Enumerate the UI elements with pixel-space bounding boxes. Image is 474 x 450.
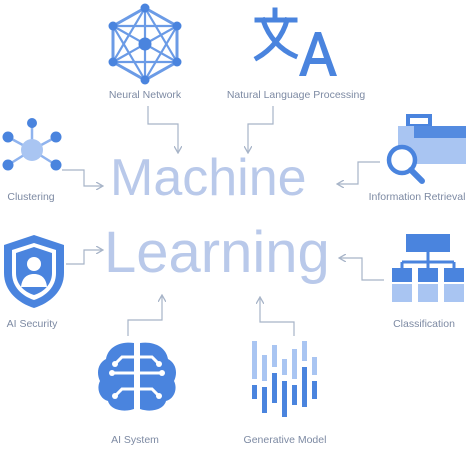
label-ai-security: AI Security — [6, 318, 58, 330]
clustering-icon — [2, 118, 62, 171]
label-ai-system: AI System — [111, 434, 159, 446]
node-nlp — [253, 6, 337, 78]
briefcase-search-icon — [386, 114, 466, 184]
node-classification — [388, 232, 468, 304]
label-classification: Classification — [393, 318, 455, 330]
node-generative-model — [250, 337, 326, 419]
node-ai-system — [96, 339, 178, 413]
arrow-ai-security — [66, 250, 102, 265]
shield-user-icon — [4, 235, 64, 308]
node-neural-network — [105, 3, 185, 85]
arrow-classification — [340, 258, 384, 281]
waveform-icon — [252, 341, 317, 417]
arrow-clustering — [62, 169, 102, 186]
label-clustering: Clustering — [7, 191, 55, 203]
label-neural-network: Neural Network — [108, 89, 182, 101]
title-line-2: Learning — [104, 220, 330, 285]
arrow-generative-model — [260, 298, 295, 336]
title-line-1: Machine — [110, 149, 307, 207]
node-ai-security — [2, 233, 66, 309]
translate-icon — [253, 7, 337, 76]
arrow-information-retrieval — [338, 161, 380, 184]
label-information-retrieval: Information Retrieval — [368, 191, 466, 203]
node-information-retrieval — [384, 112, 470, 184]
neural-network-icon — [108, 3, 182, 85]
arrow-neural-network — [147, 106, 178, 152]
arrow-ai-system — [127, 296, 162, 336]
label-generative-model: Generative Model — [243, 434, 327, 446]
hierarchy-icon — [392, 234, 464, 302]
arrow-nlp — [248, 106, 274, 152]
label-nlp: Natural Language Processing — [226, 89, 366, 101]
brain-circuit-icon — [98, 342, 176, 411]
node-clustering — [0, 117, 66, 179]
